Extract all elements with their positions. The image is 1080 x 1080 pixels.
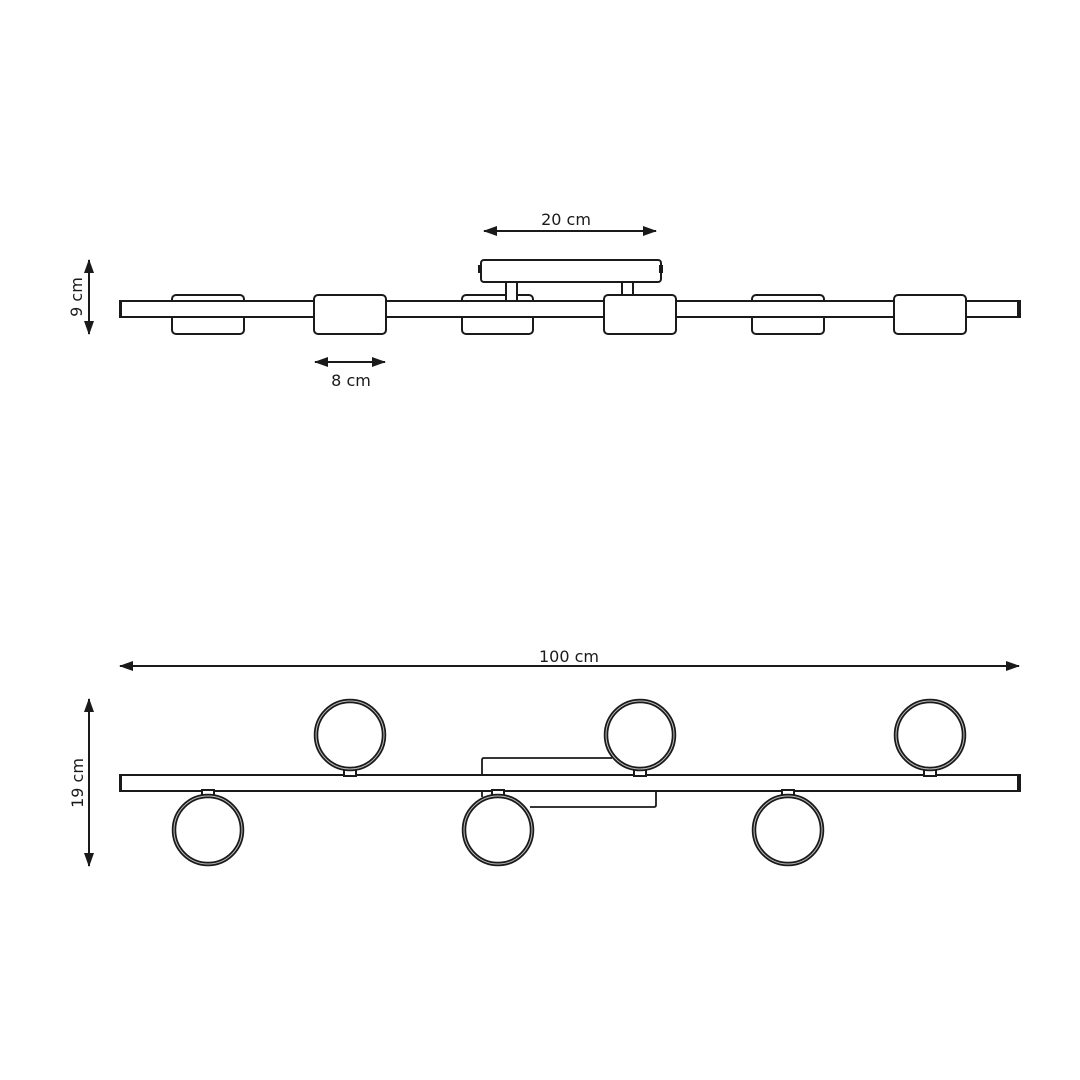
- spot-lower-2: [461, 789, 535, 867]
- spot-upper-1: [313, 698, 387, 777]
- depth-dimension: 19 cm: [68, 698, 94, 867]
- mounting-bar-side: [119, 300, 1021, 318]
- depth-label: 19 cm: [68, 758, 87, 808]
- mounting-bar-top: [119, 774, 1021, 792]
- spot-upper-2: [603, 698, 677, 777]
- canopy-width-label: 20 cm: [541, 210, 591, 229]
- front-shades: [313, 294, 967, 335]
- lower-spots: [171, 789, 825, 867]
- height-dimension-side: 9 cm: [67, 259, 94, 335]
- canopy-stem-left: [505, 281, 518, 302]
- spot-upper-3: [893, 698, 967, 777]
- side-view: 20 cm 9 cm 8 cm: [67, 210, 1021, 390]
- shade-width-label: 8 cm: [331, 371, 371, 390]
- spot-lower-3: [751, 789, 825, 867]
- length-dimension: 100 cm: [119, 647, 1020, 671]
- top-view: 100 cm 19 cm: [68, 647, 1021, 867]
- shade-width-dimension: 8 cm: [314, 357, 386, 390]
- spot-lower-1: [171, 789, 245, 867]
- side-height-label: 9 cm: [67, 277, 86, 317]
- upper-spots: [313, 698, 967, 777]
- length-label: 100 cm: [539, 647, 599, 666]
- canopy-width-dimension: 20 cm: [483, 210, 657, 236]
